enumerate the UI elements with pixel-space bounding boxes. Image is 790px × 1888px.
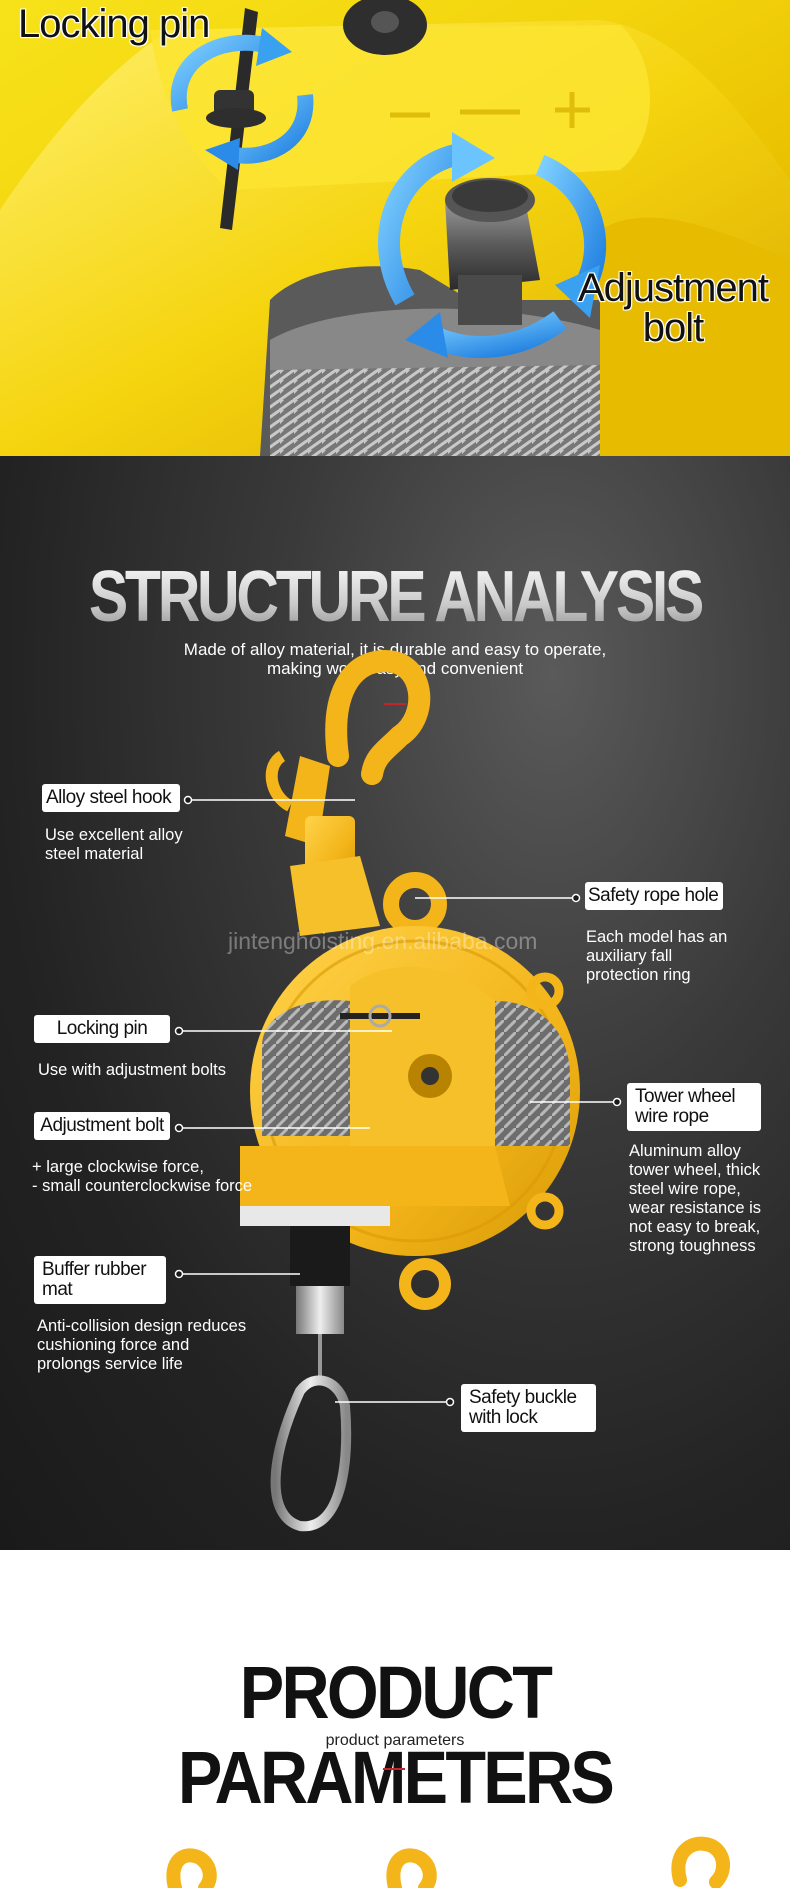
hero-photo: Locking pin Adjustment bolt [0, 0, 790, 456]
watermark: jintenghoisting.en.alibaba.com [228, 928, 538, 954]
tag-line: Buffer rubber [42, 1259, 147, 1280]
desc-line: cushioning force and [37, 1336, 190, 1354]
desc-line: wear resistance is [629, 1199, 762, 1217]
title-divider [384, 703, 406, 705]
part-desc-locking-pin: Use with adjustment bolts [38, 1061, 226, 1080]
title-divider [383, 1768, 405, 1770]
balancer-product-illustration [240, 649, 580, 1532]
locking-pin-callout: Locking pin [18, 2, 210, 46]
desc-line: Use excellent alloy [45, 826, 183, 844]
part-desc-buffer-rubber-mat: Anti-collision design reduces cushioning… [37, 1317, 246, 1374]
part-desc-safety-rope-hole: Each model has an auxiliary fall protect… [586, 928, 727, 985]
adjustment-bolt-callout-line2: bolt [642, 306, 705, 350]
part-tag-safety-rope-hole: Safety rope hole [585, 882, 723, 910]
section-subtitle: product parameters [325, 1732, 465, 1749]
desc-line: Aluminum alloy [629, 1142, 741, 1160]
tag-line: Tower wheel [635, 1086, 736, 1107]
desc-line: + large clockwise force, [32, 1158, 204, 1176]
section-title: PRODUCT PARAMETERS [177, 1651, 615, 1819]
product-parameters-section: PRODUCT PARAMETERS product parameters [0, 1550, 790, 1888]
balancer-closeup-illustration [0, 0, 790, 456]
part-tag-buffer-rubber-mat: Buffer rubber mat [34, 1256, 166, 1304]
desc-line: Anti-collision design reduces [37, 1317, 247, 1335]
adjustment-bolt-callout: Adjustment bolt [568, 268, 778, 348]
part-tag-tower-wheel-wire-rope: Tower wheel wire rope [627, 1083, 761, 1131]
part-tag-adjustment-bolt: Adjustment bolt [34, 1112, 170, 1140]
part-desc-alloy-steel-hook: Use excellent alloy steel material [45, 826, 183, 864]
tag-line: with lock [469, 1407, 538, 1428]
product-hook-thumbnails [166, 1836, 730, 1888]
desc-line: protection ring [586, 966, 691, 984]
desc-line: tower wheel, thick [629, 1161, 761, 1179]
part-tag-locking-pin: Locking pin [34, 1015, 170, 1043]
tag-line: Safety buckle [469, 1387, 577, 1408]
part-desc-tower-wheel-wire-rope: Aluminum alloy tower wheel, thick steel … [629, 1142, 761, 1256]
desc-line: prolongs service life [37, 1355, 183, 1373]
desc-line: auxiliary fall [586, 947, 673, 965]
desc-line: not easy to break, [629, 1218, 761, 1236]
part-tag-safety-buckle-with-lock: Safety buckle with lock [461, 1384, 596, 1432]
part-desc-adjustment-bolt: + large clockwise force, - small counter… [32, 1158, 252, 1196]
desc-line: - small counterclockwise force [32, 1177, 253, 1195]
desc-line: Each model has an [586, 928, 728, 946]
adjustment-bolt-callout-line1: Adjustment [577, 266, 769, 310]
structure-analysis-section: STRUCTURE ANALYSIS Made of alloy materia… [0, 456, 790, 1550]
desc-line: Use with adjustment bolts [38, 1061, 227, 1079]
desc-line: steel wire rope, [629, 1180, 741, 1198]
tag-line: mat [42, 1279, 73, 1300]
desc-line: steel material [45, 845, 144, 863]
section-title: STRUCTURE ANALYSIS [71, 556, 719, 638]
tag-line: wire rope [635, 1106, 709, 1127]
part-tag-alloy-steel-hook: Alloy steel hook [42, 784, 180, 812]
section-subtitle-line1: Made of alloy material, it is durable an… [183, 640, 607, 659]
desc-line: strong toughness [629, 1237, 756, 1255]
